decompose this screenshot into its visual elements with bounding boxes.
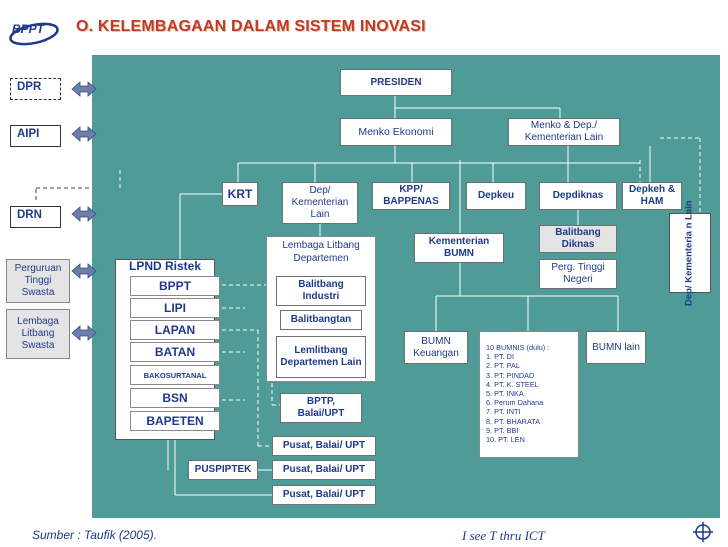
depkeh-ham-box: Depkeh & HAM: [622, 182, 682, 210]
source-citation: Sumber : Taufik (2005).: [32, 528, 157, 542]
perg-tinggi-negeri-box: Perg. Tinggi Negeri: [539, 259, 617, 289]
pusat-balai-upt-box-3: Pusat, Balai/ UPT: [272, 485, 376, 505]
bumnis-item: 2. PT. PAL: [486, 361, 520, 371]
drn-box: DRN: [10, 206, 61, 228]
aipi-box: AIPI: [10, 125, 61, 147]
page-title: O. KELEMBAGAAN DALAM SISTEM INOVASI: [76, 18, 426, 35]
lpnd-item-bakosurtanal: BAKOSURTANAL: [130, 365, 220, 385]
lpnd-ristek-title: LPND Ristek: [128, 259, 202, 273]
balitbang-industri-box: Balitbang Industri: [276, 276, 366, 306]
bumnis-heading: 10 BUMNIS (dulu) :: [486, 343, 550, 352]
puspiptek-box: PUSPIPTEK: [188, 460, 258, 480]
lembaga-litbang-departemen-title: Lembaga Litbang Departemen: [282, 240, 360, 264]
bumnis-item: 7. PT. INTI: [486, 407, 521, 417]
bumnis-item: 5. PT. INKA: [486, 389, 524, 399]
dep-kementerian-lain-vertical-box: [669, 213, 711, 293]
lpnd-item-batan: BATAN: [130, 342, 220, 362]
svg-text:BPPT: BPPT: [12, 22, 46, 36]
lpnd-item-bapeten: BAPETEN: [130, 411, 220, 431]
footer-tagline: I see T thru ICT: [462, 528, 545, 543]
menko-ekonomi-box: Menko Ekonomi: [340, 118, 452, 146]
dep-kementerian-lain-box: Dep/ Kementerian Lain: [282, 182, 358, 224]
balitbangtan-box: Balitbangtan: [280, 310, 362, 330]
double-arrows: [71, 81, 97, 341]
balitbang-diknas-box: Balitbang Diknas: [539, 225, 617, 253]
footer-emblem-icon: [693, 522, 713, 542]
dep-kementerian-lain-vertical-label: Dep/ Kementeria n Lain: [683, 200, 695, 306]
lpnd-item-lipi: LIPI: [130, 298, 220, 318]
lpnd-item-bsn: BSN: [130, 388, 220, 408]
pusat-balai-upt-box-2: Pusat, Balai/ UPT: [272, 460, 376, 480]
dpr-box: DPR: [10, 78, 61, 100]
bumnis-item: 8. PT. BHARATA: [486, 416, 541, 426]
lembaga-litbang-swasta-box: Lembaga Litbang Swasta: [6, 309, 70, 359]
menko-dep-box: Menko & Dep./ Kementerian Lain: [508, 118, 620, 146]
bppt-logo: BPPT: [8, 14, 66, 48]
bumnis-item: 1. PT. DI: [486, 352, 514, 362]
bumn-lain-box: BUMN lain: [586, 331, 646, 364]
pusat-balai-upt-box-1: Pusat, Balai/ UPT: [272, 436, 376, 456]
bumnis-list-box: 10 BUMNIS (dulu) : 1. PT. DI 2. PT. PAL …: [479, 331, 579, 458]
kpp-bappenas-box: KPP/ BAPPENAS: [372, 182, 450, 210]
bumnis-item: 3. PT. PINDAD: [486, 370, 535, 380]
perguruan-tinggi-swasta-box: Perguruan Tinggi Swasta: [6, 259, 70, 303]
lemlitbang-departemen-lain-box: Lemlitbang Departemen Lain: [276, 336, 366, 378]
bumnis-item: 4. PT. K. STEEL: [486, 379, 539, 389]
bumnis-item: 6. Perum Dahana: [486, 398, 544, 408]
lpnd-item-bppt: BPPT: [130, 276, 220, 296]
bumnis-item: 9. PT. BBI: [486, 425, 519, 435]
bumn-keuangan-box: BUMN Keuangan: [404, 331, 468, 364]
depkeu-box: Depkeu: [466, 182, 526, 210]
presiden-box: PRESIDEN: [340, 69, 452, 96]
krt-box: KRT: [222, 182, 258, 206]
bptp-balai-upt-box: BPTP, Balai/UPT: [280, 393, 362, 423]
bumnis-item: 10. PT. LEN: [486, 435, 525, 445]
lpnd-item-lapan: LAPAN: [130, 320, 220, 340]
kementerian-bumn-box: Kementerian BUMN: [414, 233, 504, 263]
depdiknas-box: Depdiknas: [539, 182, 617, 210]
